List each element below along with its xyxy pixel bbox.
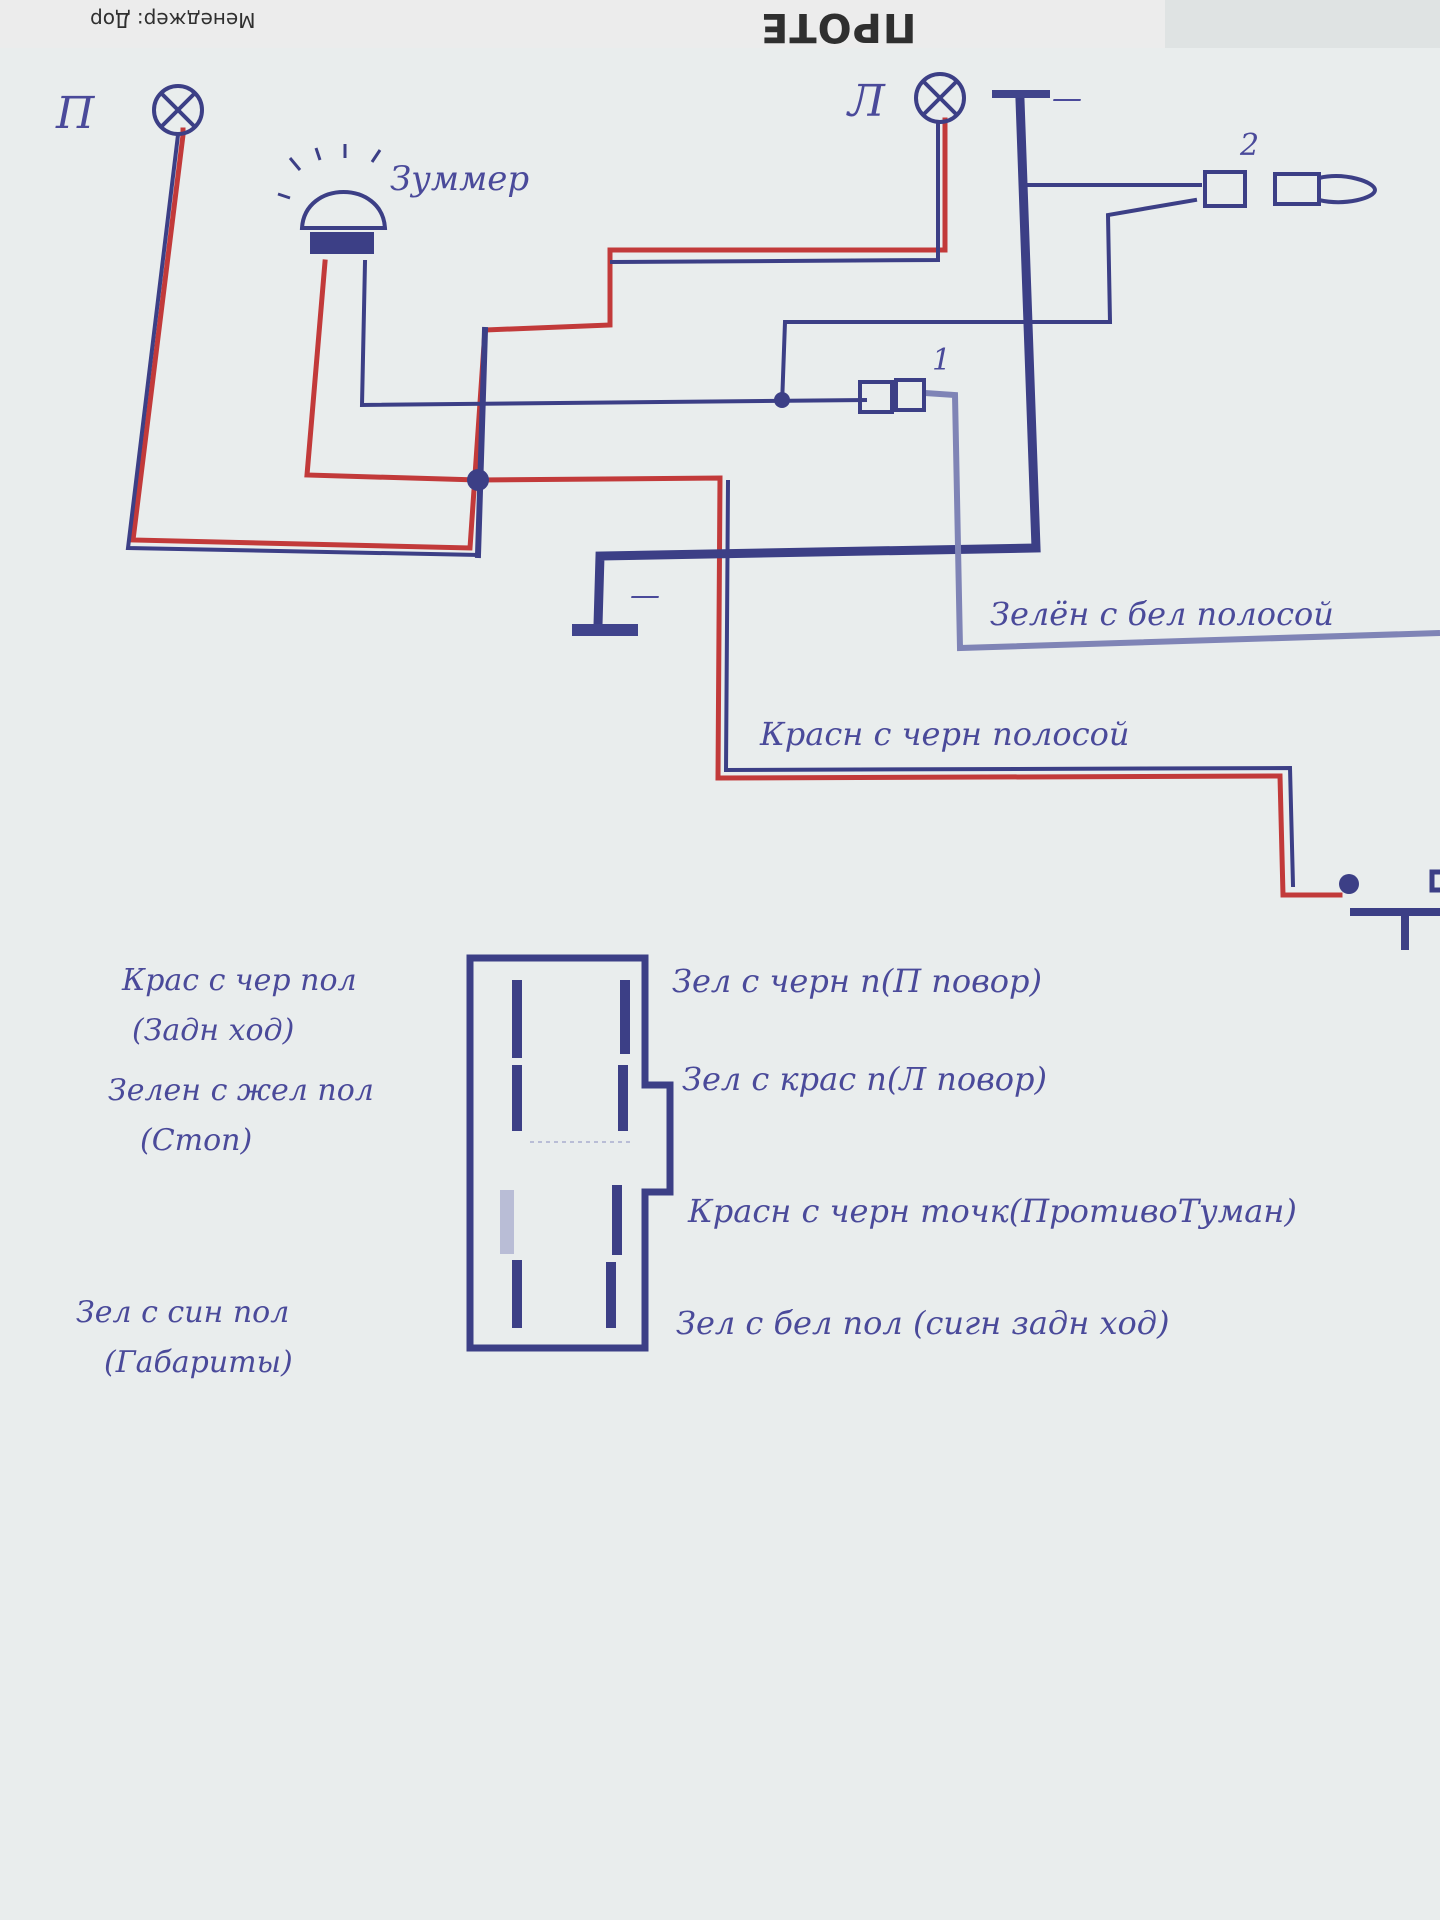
green-white-wire <box>924 390 1440 652</box>
block-right-label: Зел с крас п(Л повор) <box>682 1060 1047 1098</box>
buzzer-icon <box>277 144 388 254</box>
right-lamp-icon <box>152 84 204 136</box>
red-black-blue-stripe <box>723 479 1296 888</box>
ground-mid-label: — <box>630 578 660 613</box>
block-connector-icon <box>466 954 674 1352</box>
connector-2-icon <box>1203 170 1378 208</box>
left-lamp-icon <box>914 72 966 124</box>
block-left-label: Крас с чер пол <box>121 963 357 998</box>
ground-main-wire <box>593 95 1041 630</box>
right-lamp-blue-wire <box>125 132 481 558</box>
buzzer-red-wire <box>304 259 1343 898</box>
block-left-label: Зел с син пол <box>76 1295 289 1330</box>
connector-2-wire-b <box>779 197 1198 408</box>
lamp-right-label: П <box>55 88 96 139</box>
lamp-left-label: Л <box>846 76 886 127</box>
connector-1-label: 1 <box>932 343 951 378</box>
block-left-label: (Габариты) <box>104 1345 293 1380</box>
paper-sheet <box>0 48 1440 1920</box>
block-left-label: (Стоп) <box>140 1123 252 1158</box>
right-lamp-red-wire <box>130 117 948 551</box>
block-right-label: Зел с бел пол (сигн задн ход) <box>676 1304 1170 1342</box>
connector-1-icon <box>858 378 926 414</box>
block-left-label: Зелен с жел пол <box>108 1073 374 1108</box>
block-left-label: (Задн ход) <box>132 1013 294 1048</box>
junction-vertical <box>474 326 489 559</box>
left-lamp-blue-wire <box>609 123 940 265</box>
wire-green-white-label: Зелён с бел полосой <box>990 595 1334 633</box>
right-edge-connector-icon <box>1339 869 1440 950</box>
connector-2-label: 2 <box>1239 128 1259 163</box>
block-right-label: Зел с черн п(П повор) <box>672 962 1042 1000</box>
wire-red-black-label: Красн с черн полосой <box>759 715 1129 753</box>
ground-top-label: — <box>1052 81 1082 116</box>
junction-dot-main <box>467 469 489 491</box>
buzzer-label: Зуммер <box>390 159 529 199</box>
junction-dot-connector-1 <box>774 392 790 408</box>
block-right-label: Красн с черн точк(ПротивоТуман) <box>687 1192 1297 1230</box>
buzzer-blue-wire <box>359 259 868 408</box>
